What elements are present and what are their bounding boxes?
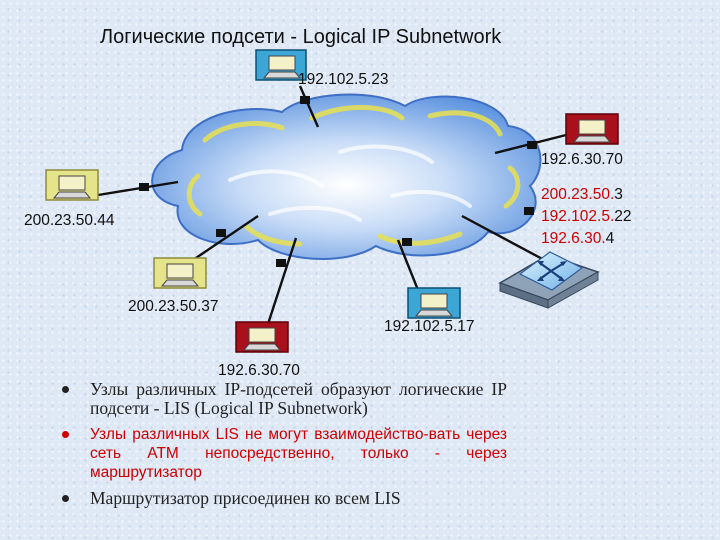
bullet-item: Узлы различных LIS не могут взаимодейств… <box>62 425 507 482</box>
bullet-dot-icon <box>62 431 69 438</box>
host-computer-3 <box>45 169 99 201</box>
port-box <box>524 207 534 215</box>
bullet-list: Узлы различных IP-подсетей образуют логи… <box>62 380 507 515</box>
host-ip-label: 192.6.30.70 <box>541 151 623 168</box>
host-ip-label: 192.6.30.70 <box>218 362 300 379</box>
host-computer-1 <box>255 49 307 81</box>
router-address: 192.102.5.22 <box>541 208 632 225</box>
host-ip-label: 192.102.5.23 <box>298 71 389 88</box>
router-address-list: 200.23.50.3 192.102.5.22 192.6.30.4 <box>541 184 632 250</box>
port-box <box>527 141 537 149</box>
host-ip-label: 192.102.5.17 <box>384 318 475 335</box>
link-host-1 <box>298 85 320 128</box>
port-box <box>276 259 286 267</box>
host-ip-label: 200.23.50.37 <box>128 298 219 315</box>
bullet-dot-icon <box>62 386 69 393</box>
host-ip-label: 200.23.50.44 <box>24 212 115 229</box>
port-boxes <box>139 96 537 267</box>
host-computer-4 <box>153 257 207 289</box>
host-computer-2 <box>565 113 619 145</box>
link-router <box>461 214 549 264</box>
bullet-item: Узлы различных IP-подсетей образуют логи… <box>62 380 507 418</box>
bullet-text: Узлы различных IP-подсетей образуют логи… <box>90 379 507 418</box>
bullet-item: Маршрутизатор присоединен ко всем LIS <box>62 489 507 508</box>
connection-lines <box>91 85 571 325</box>
bullet-text: Узлы различных LIS не могут взаимодейств… <box>90 426 507 481</box>
port-box <box>300 96 310 104</box>
atm-cloud <box>151 93 542 260</box>
host-computer-5 <box>235 321 289 353</box>
host-computer-6 <box>407 287 461 319</box>
link-host-5 <box>266 237 298 325</box>
link-host-6 <box>396 239 420 291</box>
link-host-4 <box>189 215 259 263</box>
link-host-3 <box>91 180 179 198</box>
router-address: 200.23.50.3 <box>541 186 623 203</box>
port-box <box>402 238 412 246</box>
router-address: 192.6.30.4 <box>541 230 615 247</box>
port-box <box>139 183 149 191</box>
bullet-dot-icon <box>62 495 69 502</box>
bullet-text: Маршрутизатор присоединен ко всем LIS <box>90 488 401 508</box>
diagram-title: Логические подсети - Logical IP Subnetwo… <box>100 26 502 48</box>
router-icon <box>498 251 600 309</box>
port-box <box>216 229 226 237</box>
